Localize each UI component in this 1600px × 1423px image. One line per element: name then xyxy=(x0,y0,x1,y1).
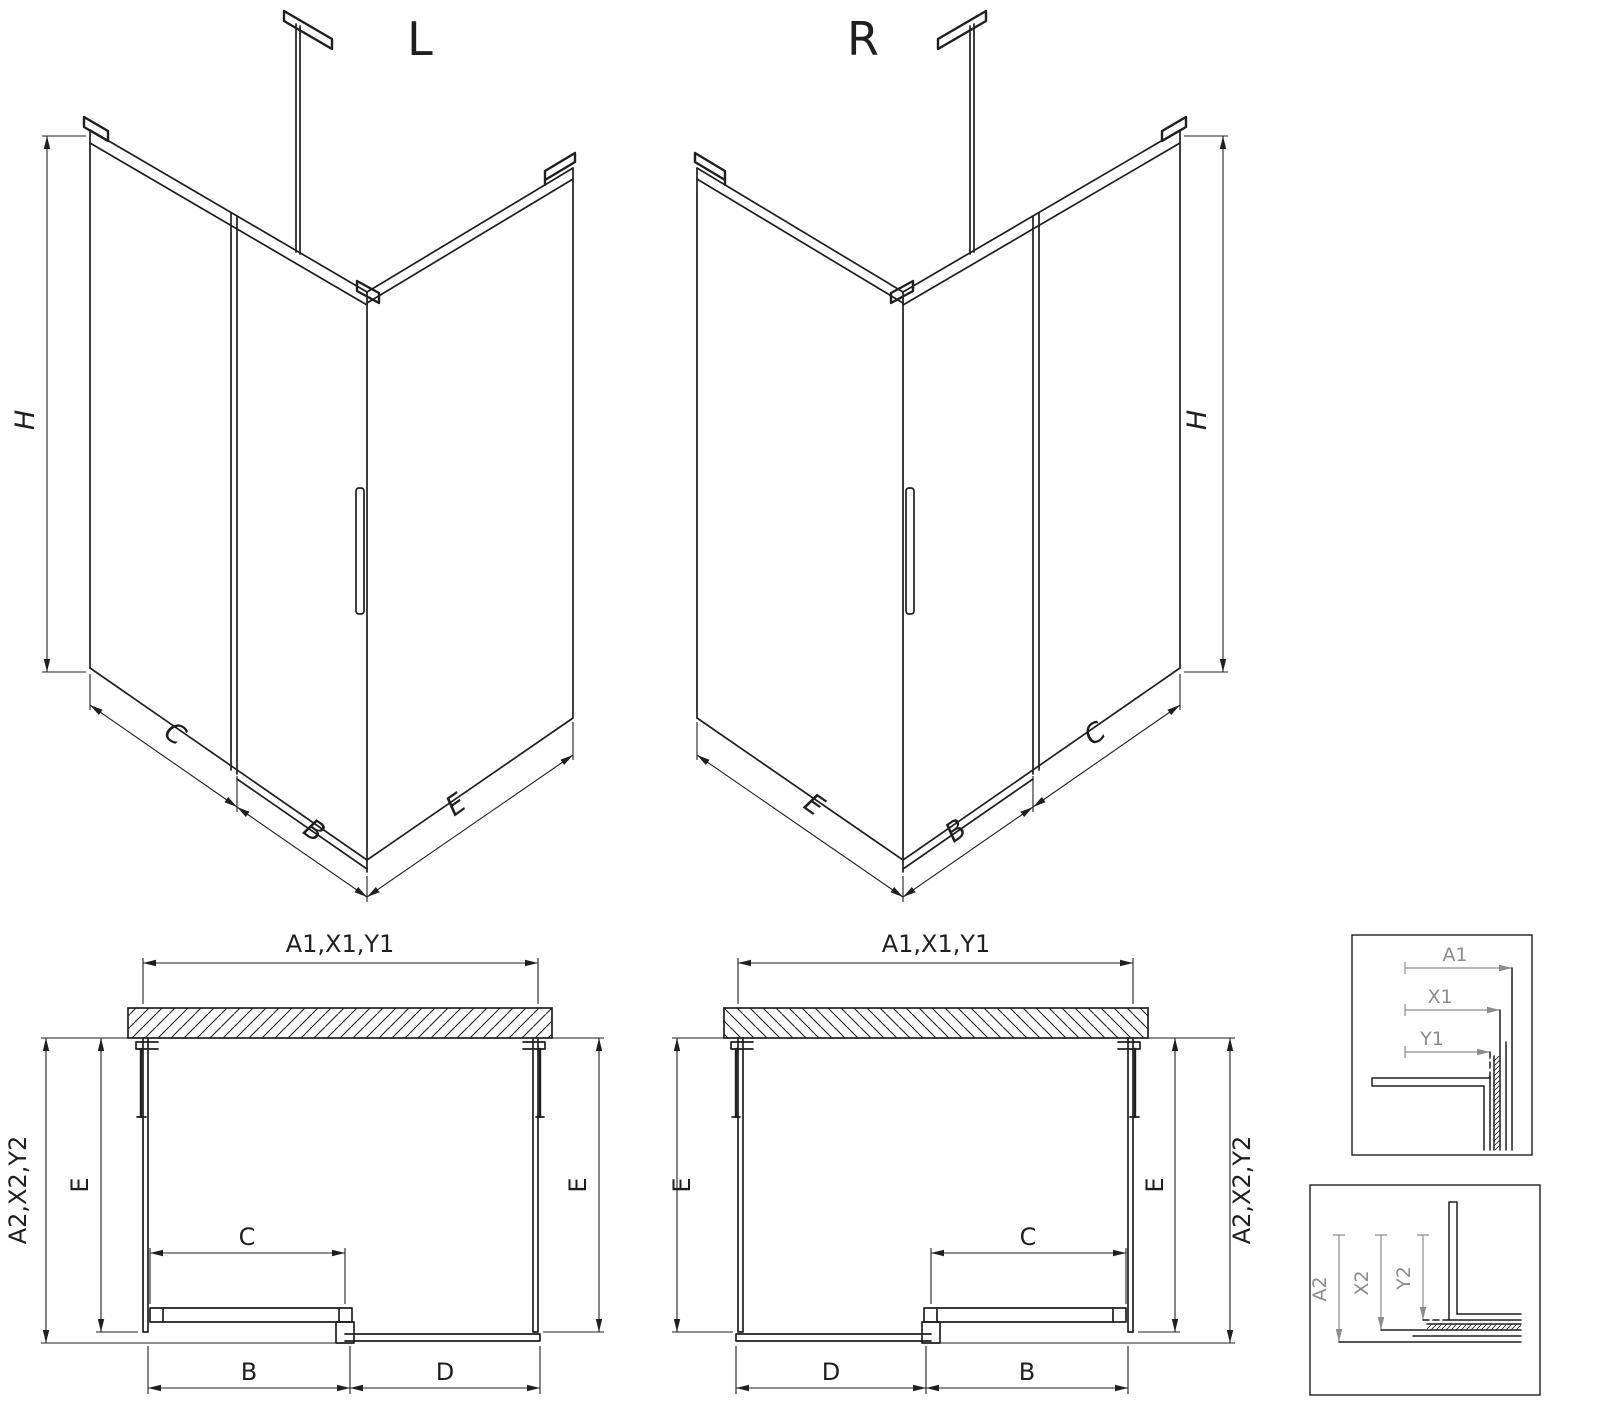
iso-view-left: L H C B E xyxy=(10,11,575,902)
plan-right-dim-d: D xyxy=(822,1358,840,1386)
detail-top-label-a1: A1 xyxy=(1442,944,1467,966)
plan-right-dim-e-right: E xyxy=(1141,1177,1169,1192)
plan-left-dim-e-left: E xyxy=(66,1177,94,1192)
plan-right-dim-e-left: E xyxy=(668,1177,696,1192)
plan-left-dim-a1: A1,X1,Y1 xyxy=(286,930,395,958)
detail-bottom-label-a2: A2 xyxy=(1309,1276,1331,1301)
detail-view-top: A1 X1 Y1 xyxy=(1351,934,1533,1156)
iso-left-dim-height: H xyxy=(10,410,41,430)
plan-left-dim-e-right: E xyxy=(564,1177,592,1192)
iso-right-dim-b: B xyxy=(940,813,973,849)
plan-right-dim-c: C xyxy=(1020,1223,1037,1251)
plan-right-dim-a2: A2,X2,Y2 xyxy=(1228,1136,1256,1245)
plan-right-dim-b: B xyxy=(1019,1358,1035,1386)
iso-right-title: R xyxy=(847,12,879,66)
iso-view-right: R H C B E xyxy=(695,11,1228,902)
plan-right-dim-a1: A1,X1,Y1 xyxy=(882,930,991,958)
iso-geometry-left xyxy=(42,11,575,902)
iso-right-dim-e: E xyxy=(798,787,830,822)
iso-right-dim-c: C xyxy=(1079,716,1112,752)
plan-view-left: A1,X1,Y1 A2,X2,Y2 E E C B D xyxy=(4,930,604,1394)
detail-top-label-y1: Y1 xyxy=(1419,1028,1444,1050)
iso-left-dim-e: E xyxy=(440,787,472,822)
plan-geometry-right xyxy=(672,958,1235,1394)
iso-left-title: L xyxy=(407,12,433,66)
detail-top-border xyxy=(1351,934,1533,1156)
plan-geometry-left xyxy=(41,958,604,1394)
plan-left-dim-a2: A2,X2,Y2 xyxy=(4,1136,32,1245)
detail-bottom-label-x2: X2 xyxy=(1351,1270,1373,1295)
plan-left-dim-b: B xyxy=(241,1358,257,1386)
detail-bottom-border xyxy=(1309,1184,1541,1396)
plan-left-dim-c: C xyxy=(239,1223,256,1251)
iso-geometry-right xyxy=(695,11,1228,902)
plan-view-right: A1,X1,Y1 E E A2,X2,Y2 C D B xyxy=(668,930,1256,1394)
detail-view-bottom: A2 X2 Y2 xyxy=(1309,1184,1541,1396)
detail-top-label-x1: X1 xyxy=(1427,986,1452,1008)
plan-left-dim-d: D xyxy=(436,1358,454,1386)
detail-bottom-label-y2: Y2 xyxy=(1393,1266,1415,1291)
iso-right-dim-height: H xyxy=(1182,410,1213,430)
